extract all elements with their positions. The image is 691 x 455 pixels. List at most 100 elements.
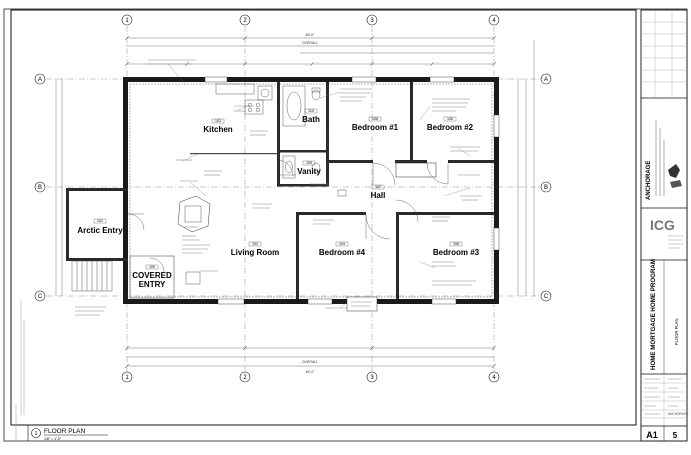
kitchen-counter-edge [190, 153, 277, 155]
window-bedroom2 [429, 76, 455, 83]
grid-label: 4 [492, 375, 496, 381]
sheet-title: FLOOR PLAN [674, 318, 679, 345]
wall-vanity-south [277, 184, 329, 187]
room-number-living-room: 102 [252, 242, 258, 246]
grid-bubble-b-right [540, 181, 552, 193]
room-name-arctic-entry: Arctic Entry [77, 226, 123, 235]
grid-label: 3 [370, 18, 374, 24]
wall-north [123, 77, 499, 82]
room-number-covered-entry: 100 [149, 265, 155, 269]
wall-bed1-south-b [395, 160, 427, 163]
wall-arctic-south [66, 258, 128, 261]
wood-stove [184, 205, 202, 223]
grid-bubble-c-left [34, 290, 46, 302]
wall-arctic-north [66, 188, 128, 191]
room-name-bedroom2: Bedroom #2 [427, 123, 474, 132]
overall-label-bottom: OVERALL [302, 360, 318, 364]
grid-label: 3 [370, 375, 374, 381]
grid-label: C [38, 294, 43, 300]
room-name-covered-entry-line1: COVERED [132, 271, 172, 280]
covered-entry-outline [129, 255, 175, 299]
room-number-arctic-entry: 101 [97, 219, 103, 223]
grid-label: 1 [125, 18, 129, 24]
grid-bubbles: 1 2 3 4 1 2 3 4 A B C A B C [34, 14, 552, 383]
hall-detector [337, 189, 347, 197]
grid-bubble-3-top [366, 14, 378, 26]
firm-logo-icon: ICG [650, 217, 675, 233]
room-name-bedroom4: Bedroom #4 [319, 248, 366, 257]
wall-bed4-west [296, 215, 299, 299]
room-name-hall: Hall [371, 191, 386, 200]
wall-arctic-west [66, 188, 69, 261]
dimension-lines [55, 37, 535, 367]
window-east-bed2 [493, 114, 500, 138]
entry-stairs [71, 260, 113, 292]
room-number-hall: 107 [375, 185, 381, 189]
overall-dimension-top: 48'-0" [306, 33, 316, 37]
water-heater-box [185, 271, 201, 285]
bath-fixtures [282, 85, 321, 179]
window-living [217, 298, 245, 305]
grid-bubble-3-bottom [366, 371, 378, 383]
grid-label: A [544, 77, 548, 83]
window-bedroom1 [351, 76, 377, 83]
sheet-count: 5 [673, 431, 678, 440]
room-number-bedroom1: 106 [372, 117, 378, 121]
grid-bubble-4-top [488, 14, 500, 26]
room-number-bedroom2: 105 [447, 117, 453, 121]
room-number-bath: 110 [308, 109, 314, 113]
grid-bubble-1-top [121, 14, 133, 26]
linen-closet [395, 162, 437, 178]
grid-bubble-2-bottom [239, 371, 251, 383]
grid-bubble-b-left [34, 181, 46, 193]
room-name-living-room: Living Room [231, 248, 279, 257]
room-number-bedroom3: 108 [453, 242, 459, 246]
grid-label: B [38, 185, 42, 191]
grid-label: C [544, 294, 549, 300]
grid-bubble-c-right [540, 290, 552, 302]
project-title: HOME MORTGAGE HOME PROGRAM [650, 259, 657, 370]
grid-label: 2 [243, 18, 247, 24]
wall-bed4-north [296, 212, 366, 215]
company-name: ANCHORAGE [646, 161, 652, 200]
door-swings [127, 129, 449, 273]
wall-bath-west [277, 82, 280, 186]
wall-east [494, 77, 499, 304]
interior-walls [66, 82, 494, 299]
room-number-bedroom4: 104 [339, 242, 345, 246]
grid-label: A [38, 77, 42, 83]
grid-bubble-1-bottom [121, 371, 133, 383]
grid-label: B [544, 185, 548, 191]
grid-bubble-a-left [34, 73, 46, 85]
kitchen-fixtures [215, 83, 273, 115]
overall-label-top: OVERALL [302, 41, 318, 45]
wood-stove-hearth [177, 195, 211, 233]
architect-logo-icon [668, 164, 680, 178]
drawing-border [10, 9, 637, 426]
room-name-bedroom1: Bedroom #1 [352, 123, 399, 132]
window-bedroom3 [431, 298, 457, 305]
room-number-kitchen: 103 [215, 119, 221, 123]
grid-label: 1 [125, 375, 129, 381]
wall-bed3-north [396, 212, 494, 215]
grid-label: 2 [243, 375, 247, 381]
grid-bubble-2-top [239, 14, 251, 26]
wall-bed1-south-a [329, 160, 373, 163]
overall-dimension-bottom: 48'-0" [306, 370, 316, 374]
room-name-covered-entry-line2: ENTRY [139, 280, 166, 289]
room-name-bath: Bath [302, 115, 320, 124]
drawing-number-bubble [31, 428, 41, 438]
grid-label: 4 [492, 18, 496, 24]
room-number-vanity: 109 [306, 161, 312, 165]
dimension-ticks [124, 35, 497, 369]
grid-bubble-a-right [540, 73, 552, 85]
leader-lines [167, 63, 471, 309]
title-block: ANCHORAGE ICG HOME MORTGAGE HOME PROGRAM… [640, 9, 689, 442]
sheet-outer-border [3, 8, 688, 442]
drawing-title: FLOOR PLAN [44, 428, 85, 435]
window-east-bed3 [493, 227, 500, 251]
note-text-lines [75, 59, 482, 316]
margin-notes [15, 300, 25, 440]
